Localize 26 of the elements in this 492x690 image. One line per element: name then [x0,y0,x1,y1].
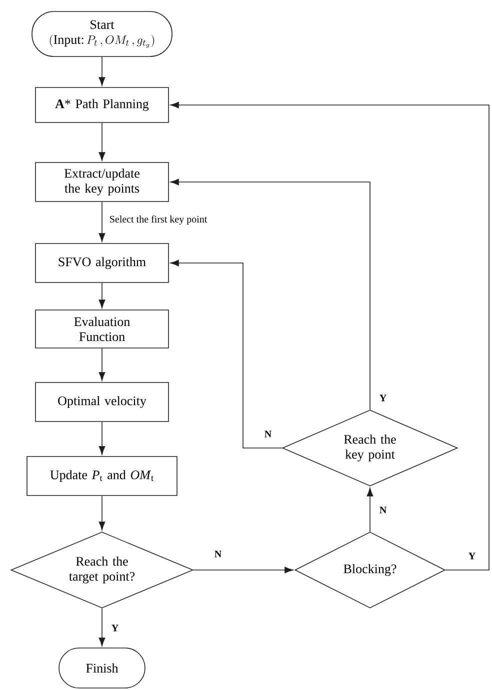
edge-label: Y [110,624,120,632]
arrow [170,260,282,448]
edge-label: Select the first key point [108,214,208,226]
arrow [98,282,106,308]
edge-label: N [213,550,223,558]
edge-label: N [263,430,273,438]
process-box: Extract/update the key points [35,162,169,202]
arrow [98,496,106,530]
process-box: Optimal velocity [35,382,169,422]
process-box: Evaluation Function [35,310,169,348]
arrow [170,102,490,570]
arrow [170,178,370,410]
arrow [98,348,106,381]
arrow [98,202,106,242]
arrow [98,608,106,646]
edge-label: N [378,506,388,514]
process-box: A* Path Planning [35,87,169,123]
arrow [98,122,106,161]
arrow [193,566,294,574]
arrow [98,56,106,86]
process-box: SFVO algorithm [35,243,169,283]
edge-label: Y [467,552,477,560]
arrow [366,488,374,532]
process-box: Update P$_{t}$ and OM$_{t}$ [26,456,178,496]
edge-label: Y [378,394,388,402]
arrow [98,422,106,455]
